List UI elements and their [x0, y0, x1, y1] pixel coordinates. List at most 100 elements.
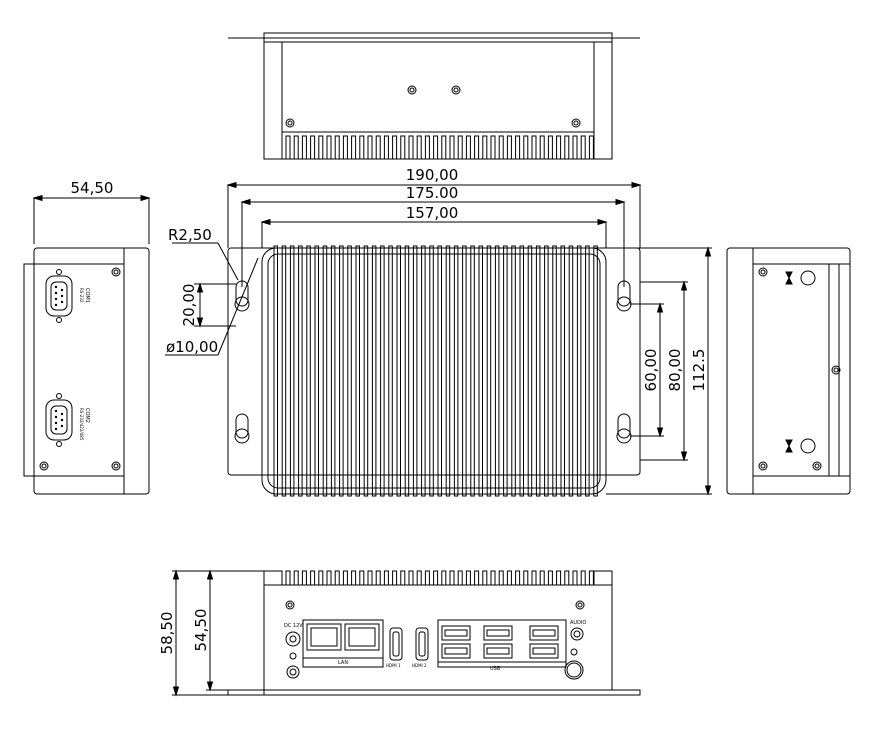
- cooling-fin: [478, 245, 483, 497]
- main-view: 190,00 175.00 157,00 R2,50 20,00 ø10,00 …: [165, 166, 712, 497]
- cooling-fin: [531, 570, 537, 586]
- cooling-fin: [494, 245, 500, 497]
- cooling-fin: [465, 135, 471, 160]
- dim-slot: [194, 282, 236, 328]
- cooling-fin: [498, 135, 504, 160]
- cooling-fin: [334, 135, 340, 160]
- overall-height-label: 112.5: [690, 349, 708, 392]
- side-depth-label: 54,50: [71, 179, 114, 197]
- cooling-fin: [511, 245, 516, 497]
- cooling-fin: [388, 245, 393, 497]
- right-side-view: [726, 247, 851, 495]
- cooling-fin: [383, 570, 389, 586]
- cooling-fin: [334, 570, 340, 586]
- cooling-fin: [572, 135, 578, 160]
- cooling-fin: [392, 135, 398, 160]
- com2-port: [45, 393, 73, 447]
- cooling-fin: [515, 570, 521, 586]
- cooling-fin: [580, 135, 586, 160]
- cooling-fin: [523, 570, 529, 586]
- slot-length-label: 20,00: [180, 284, 198, 327]
- dim-overall-height: [606, 246, 712, 496]
- cooling-fin: [531, 135, 537, 160]
- cooling-fin: [503, 245, 508, 497]
- cooling-fin: [482, 570, 488, 586]
- leader-radius: [172, 242, 239, 281]
- cooling-fin: [424, 570, 430, 586]
- cooling-fin: [580, 570, 586, 586]
- cooling-fin: [318, 135, 324, 160]
- cooling-fin: [375, 135, 381, 160]
- cooling-fin: [547, 135, 553, 160]
- cooling-fin: [539, 135, 545, 160]
- cooling-fin: [429, 245, 434, 497]
- cooling-fin: [351, 570, 357, 586]
- cooling-fin: [289, 245, 295, 497]
- dim-body-width: [260, 218, 608, 248]
- cooling-fin: [441, 570, 447, 586]
- cooling-fin: [572, 570, 578, 586]
- cooling-fin: [392, 570, 398, 586]
- cooling-fin: [593, 245, 598, 497]
- audio-jack: [570, 627, 584, 641]
- cooling-fin: [453, 245, 459, 497]
- cooling-fin: [412, 245, 418, 497]
- usb-ports: [437, 619, 567, 668]
- cooling-fin: [285, 570, 291, 586]
- cooling-fin: [400, 570, 406, 586]
- cooling-fin: [552, 245, 557, 497]
- hdmi2-label: HDMI 2: [412, 663, 427, 668]
- cooling-fin: [539, 570, 545, 586]
- top-cooling-fins: [285, 135, 594, 160]
- hdmi1-label: HDMI 1: [386, 663, 401, 668]
- cooling-fin: [588, 570, 594, 586]
- dc-label: DC 12V: [284, 623, 303, 629]
- lan-ports: [302, 619, 384, 668]
- cooling-fin: [564, 570, 570, 586]
- keyhole-slot-bottom-left: [234, 413, 250, 444]
- cooling-fin: [556, 135, 562, 160]
- cooling-fin: [576, 245, 582, 497]
- cooling-fin: [339, 245, 344, 497]
- hdmi-ports: [389, 627, 429, 661]
- dim-slot-spacing: [630, 302, 664, 438]
- cooling-fin: [585, 245, 590, 497]
- cooling-fin: [301, 135, 307, 160]
- cooling-fin: [474, 135, 480, 160]
- cooling-fin: [445, 245, 451, 497]
- top-view: [228, 32, 640, 160]
- cooling-fin: [314, 245, 319, 497]
- cooling-fin: [416, 570, 422, 586]
- audio-label: AUDIO: [570, 620, 586, 626]
- cooling-fin: [404, 245, 410, 497]
- dim-overall-width: [226, 181, 642, 248]
- cooling-fin: [408, 135, 414, 160]
- cooling-fin: [375, 570, 381, 586]
- cooling-fin: [342, 570, 348, 586]
- cooling-fin: [482, 135, 488, 160]
- cooling-fin: [564, 135, 570, 160]
- cooling-fin: [367, 135, 373, 160]
- cooling-fin: [301, 570, 307, 586]
- dim-front-total: [172, 569, 264, 697]
- cooling-fin: [547, 570, 553, 586]
- cooling-fin: [457, 570, 463, 586]
- cooling-fin: [326, 135, 332, 160]
- cooling-fin: [465, 570, 471, 586]
- body-width-label: 157,00: [406, 204, 459, 222]
- cooling-fin: [293, 570, 299, 586]
- cooling-fin: [359, 570, 365, 586]
- cooling-fin: [506, 135, 512, 160]
- cooling-fin: [408, 570, 414, 586]
- cooling-fin: [535, 245, 541, 497]
- cooling-fin: [474, 570, 480, 586]
- cooling-fin: [363, 245, 369, 497]
- cooling-fin: [342, 135, 348, 160]
- mount-height-label: 80,00: [666, 349, 684, 392]
- cooling-fin: [490, 135, 496, 160]
- cooling-fin: [544, 245, 549, 497]
- cooling-fin: [515, 135, 521, 160]
- cooling-fin: [285, 135, 291, 160]
- cooling-fin: [486, 245, 492, 497]
